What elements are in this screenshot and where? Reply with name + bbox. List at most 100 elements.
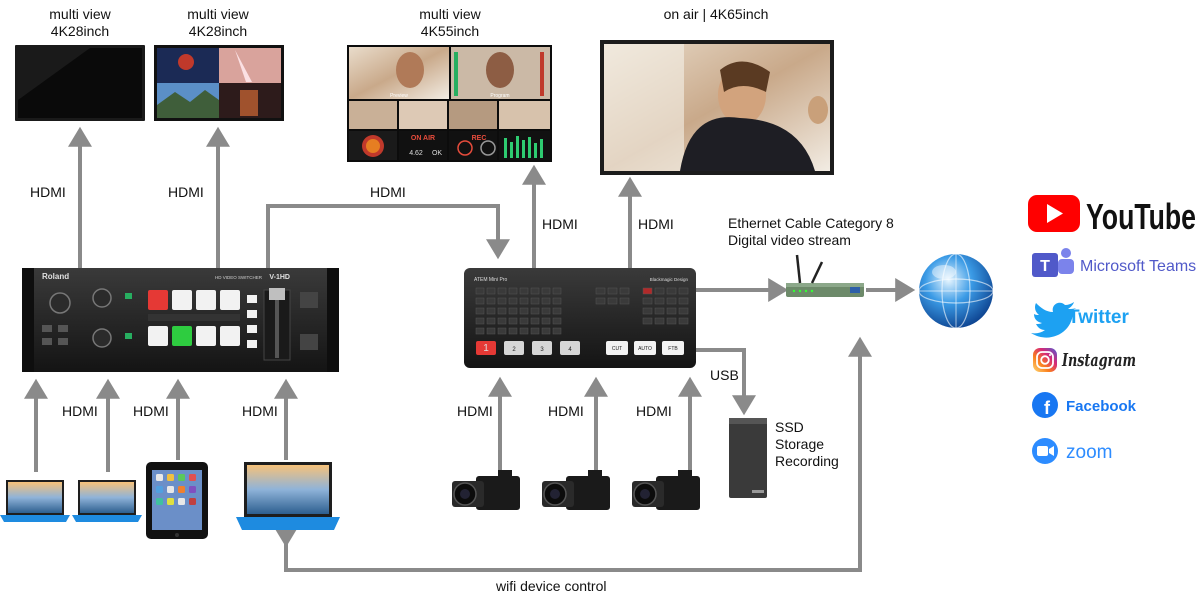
multiview-readout: 4.62 [409,150,423,157]
hdmi-label: HDMI [370,184,406,200]
roland-knob-b[interactable] [92,328,112,348]
roland-a-bus-3[interactable] [196,290,216,310]
twitter-icon [1031,302,1076,338]
surface-laptop [236,462,340,530]
instagram-label: Instagram [1061,350,1136,371]
atem-maker: Blackmagic Design [650,277,689,282]
camera-3 [632,470,700,510]
roland-switcher: Roland HD VIDEO SWITCHER V-1HD [22,268,339,372]
platform-zoom: zoom [1032,438,1112,464]
platform-facebook: f Facebook [1032,392,1137,418]
platform-instagram: Instagram [1033,348,1136,372]
monitor-3: multi view 4K55inch Preview Program ON A… [347,6,552,162]
atem-input-1-label: 1 [483,343,489,354]
router [786,254,864,297]
platform-twitter: Twitter [1031,302,1129,338]
roland-t-bar[interactable] [269,288,285,300]
roland-b-bus-1[interactable] [148,326,168,346]
atem-brand: ATEM Mini Pro [474,277,507,283]
monitor-1: multi view 4K28inch [15,6,145,121]
monitor-1-size: 4K28inch [51,23,109,39]
platform-teams: T Microsoft Teams [1032,248,1196,277]
facebook-label: Facebook [1066,398,1137,415]
monitor-2: multi view 4K28inch [154,6,284,121]
facebook-icon [1032,392,1058,418]
multiview-rec-tag: REC [472,135,487,142]
hdmi-label: HDMI [168,184,204,200]
ethernet-label-line2: Digital video stream [728,232,851,248]
multiview-preview-label: Preview [390,93,408,99]
roland-knob-a[interactable] [92,288,112,308]
camera-1 [452,470,520,510]
arrow-roland-to-atem [266,204,510,268]
roland-subtitle: HD VIDEO SWITCHER [215,275,263,280]
ethernet-label-line1: Ethernet Cable Category 8 [728,215,894,231]
atem-auto-button[interactable] [634,341,656,355]
atem-input-2-label: 2 [512,347,516,353]
atem-ftb-label: FTB [668,346,678,352]
atem-switcher: ATEM Mini Pro Blackmagic Design 1 2 3 4 … [464,268,696,368]
svg-text:f: f [1044,398,1051,418]
roland-b-bus-3[interactable] [196,326,216,346]
roland-output-knob[interactable] [49,292,71,314]
tablet-ipad [146,462,208,539]
ssd-drive: SSD Storage Recording [729,418,839,498]
svg-text:T: T [1040,258,1050,275]
multiview-onair-tag: ON AIR [411,135,435,142]
hdmi-label: HDMI [542,216,578,232]
youtube-label: YouTube [1086,196,1196,237]
cable-group [24,126,916,572]
atem-input-4-button[interactable] [560,341,580,355]
atem-input-3-label: 3 [540,347,544,353]
atem-input-2-button[interactable] [504,341,524,355]
atem-effects-grid [595,287,689,325]
atem-input-1-button[interactable] [476,341,496,355]
wifi-label: wifi device control [495,578,607,594]
atem-input-3-button[interactable] [532,341,552,355]
monitor-3-size: 4K55inch [421,23,479,39]
ssd-label-line2: Storage [775,436,824,452]
onair-display: on air | 4K65inch [600,6,834,175]
laptop-2 [72,480,142,522]
roland-b-bus-4[interactable] [220,326,240,346]
laptop-1 [0,480,70,522]
multiview-ok: OK [432,150,442,157]
usb-label: USB [710,367,739,383]
roland-a-bus-1[interactable] [148,290,168,310]
monitor-3-title: multi view [419,6,481,22]
camera-2 [542,470,610,510]
atem-auto-label: AUTO [638,346,652,352]
instagram-icon [1033,348,1057,372]
cable-labels: HDMI HDMI HDMI HDMI HDMI HDMI HDMI HDMI … [30,184,894,594]
platform-youtube: YouTube [1028,195,1196,237]
atem-cut-label: CUT [612,346,622,352]
hdmi-label: HDMI [457,403,493,419]
roland-a-bus-2[interactable] [172,290,192,310]
roland-a-bus-4[interactable] [220,290,240,310]
hdmi-label: HDMI [636,403,672,419]
atem-ftb-button[interactable] [662,341,684,355]
hdmi-label: HDMI [638,216,674,232]
hdmi-label: HDMI [30,184,66,200]
monitor-2-size: 4K28inch [189,23,247,39]
ssd-label-line3: Recording [775,453,839,469]
monitor-1-title: multi view [49,6,111,22]
hdmi-label: HDMI [133,403,169,419]
atem-cut-button[interactable] [606,341,628,355]
teams-icon: T [1032,248,1074,277]
roland-model: V-1HD [269,274,290,281]
hdmi-label: HDMI [548,403,584,419]
hdmi-label: HDMI [62,403,98,419]
teams-label: Microsoft Teams [1080,258,1196,275]
internet-globe-icon [918,253,994,329]
onair-title: on air | 4K65inch [664,6,769,22]
atem-audio-grid [475,287,562,335]
hdmi-label: HDMI [242,403,278,419]
roland-b-bus-2[interactable] [172,326,192,346]
monitor-2-title: multi view [187,6,249,22]
atem-input-4-label: 4 [568,347,572,353]
wifi-control-line [274,336,872,572]
zoom-label: zoom [1066,442,1112,463]
ssd-label-line1: SSD [775,419,804,435]
